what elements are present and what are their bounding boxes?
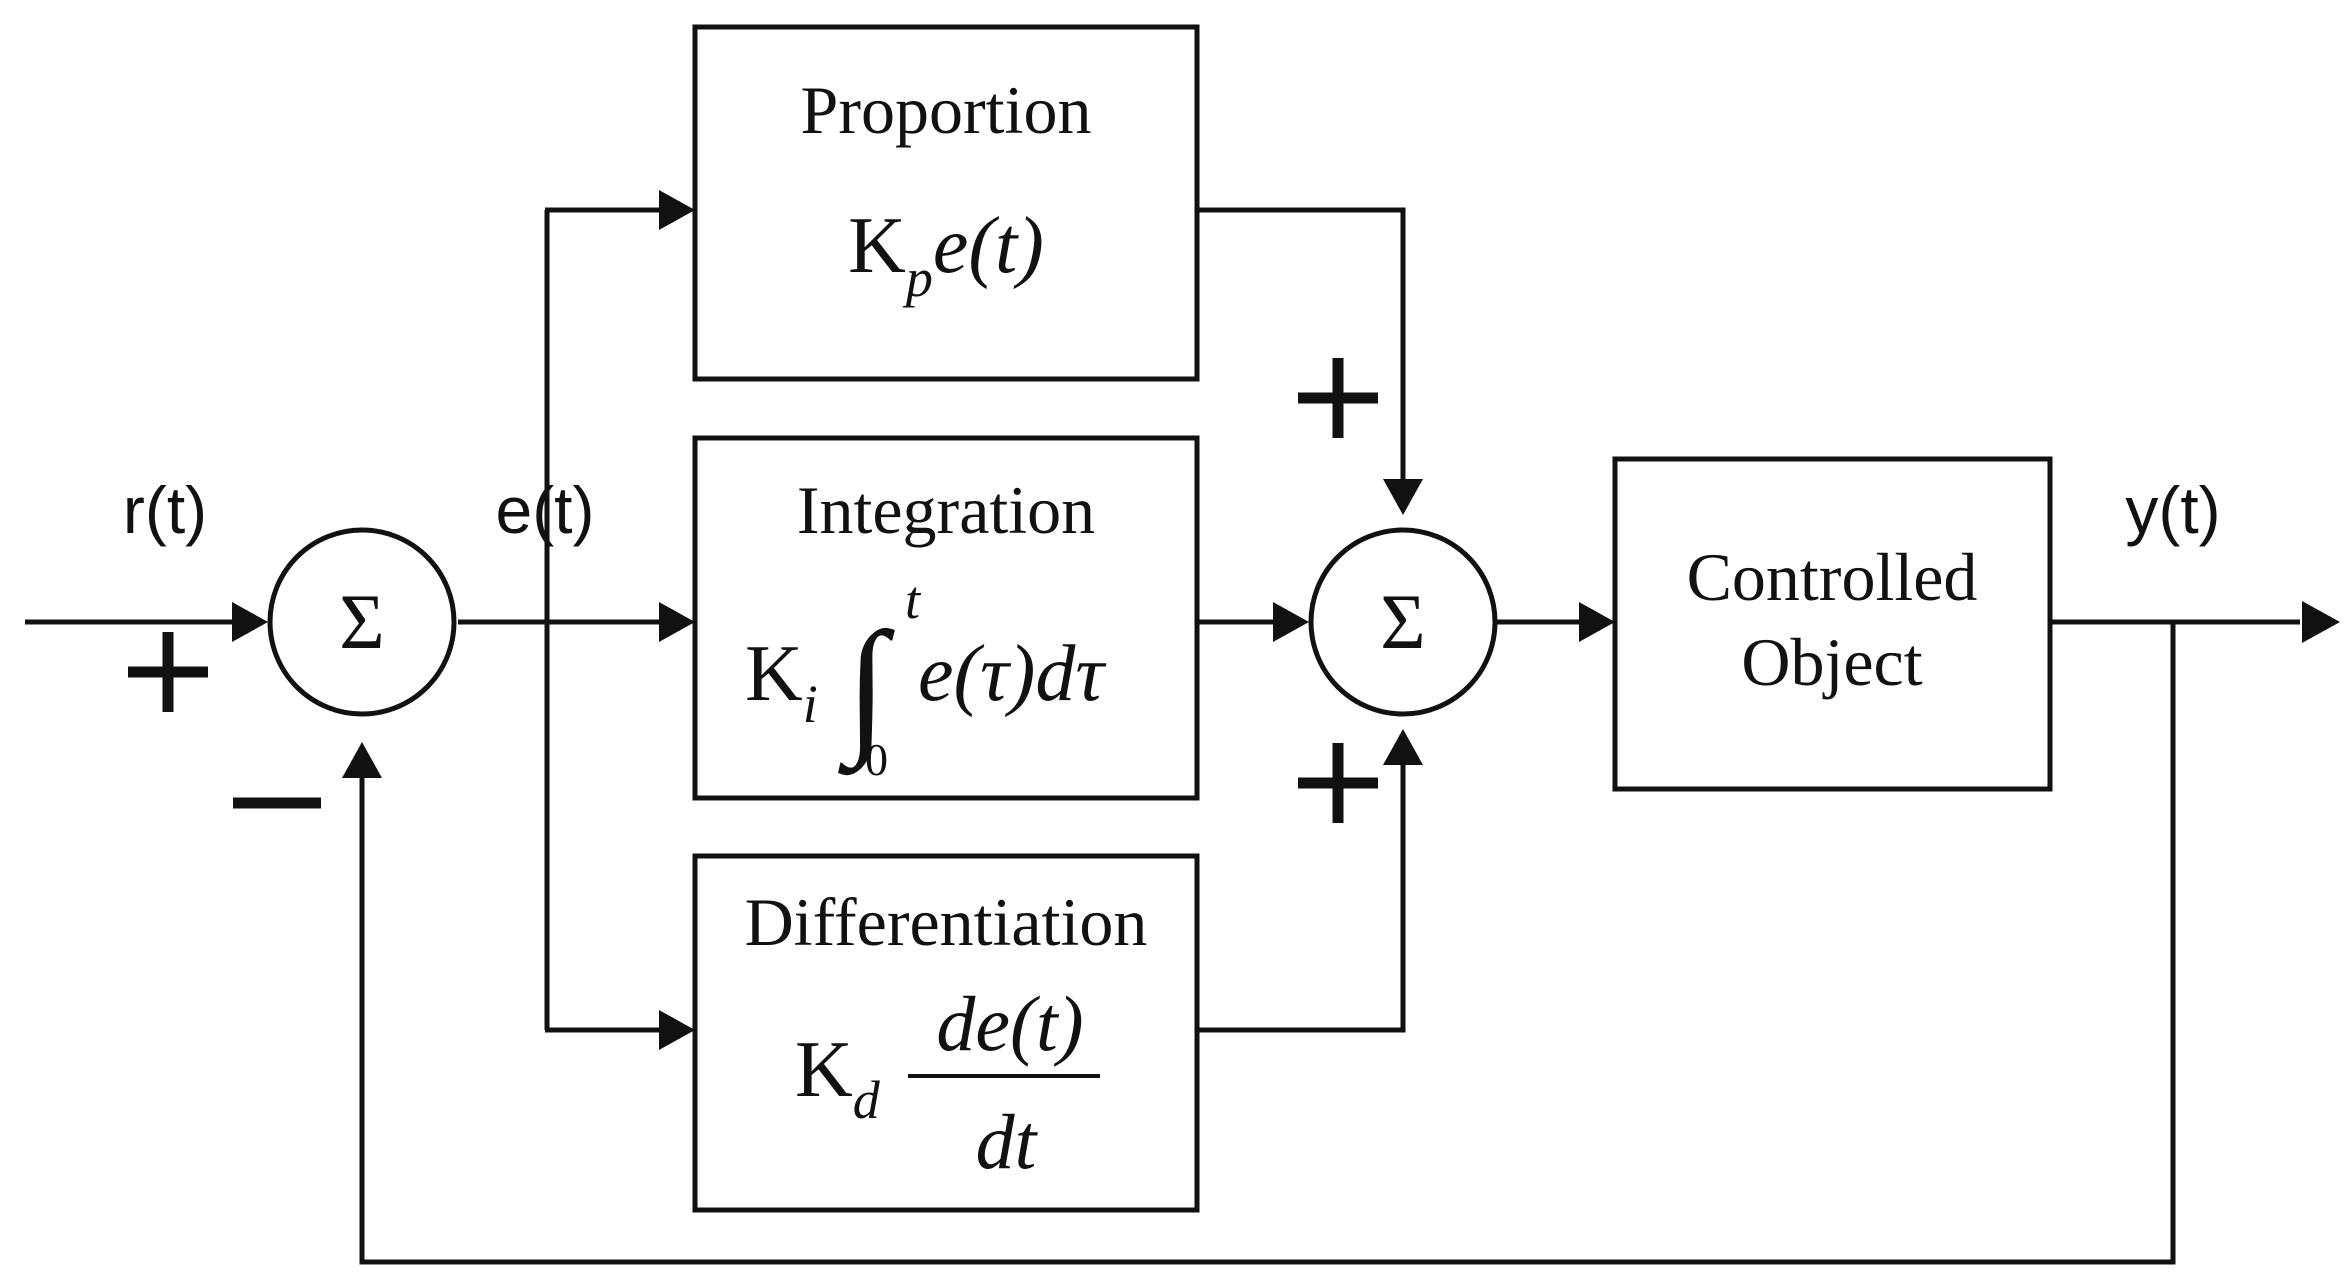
error-signal-label: e(t) — [496, 473, 595, 547]
controller-summing-symbol: Σ — [1380, 578, 1425, 665]
input-summing-symbol: Σ — [339, 578, 384, 665]
integration-integrand: e(τ)dτ — [918, 630, 1107, 718]
integration-output-arrowhead — [1273, 602, 1309, 642]
input-summing-junction — [267, 527, 457, 717]
integration-block — [692, 435, 1200, 801]
derivative-plus-sign — [1298, 743, 1378, 823]
integration-input-arrowhead — [659, 602, 695, 642]
proportion-plus-sign — [1298, 358, 1378, 438]
differentiation-input-arrowhead — [659, 1010, 695, 1050]
integral-sign: ∫ — [838, 602, 895, 776]
proportion-output-line — [1197, 207, 1406, 480]
proportion-input-arrowhead — [659, 190, 695, 230]
integration-title: Integration — [797, 472, 1095, 548]
proportion-title: Proportion — [801, 72, 1092, 148]
controlled-object-line2: Object — [1741, 624, 1922, 700]
derivative-numerator: de(t) — [936, 980, 1083, 1067]
controller-output-arrowhead — [1579, 602, 1615, 642]
differentiation-block — [692, 853, 1200, 1213]
differentiation-output-line — [1197, 764, 1406, 1033]
proportion-output-arrowhead — [1383, 479, 1423, 515]
differentiation-title: Differentiation — [745, 884, 1148, 960]
integral-lower-limit: 0 — [865, 734, 888, 785]
output-signal-label: y(t) — [2125, 473, 2220, 547]
controller-summing-junction — [1308, 527, 1498, 717]
output-arrowhead — [2302, 601, 2340, 643]
feedback-line — [359, 622, 2176, 1265]
proportion-block — [692, 24, 1200, 382]
differentiation-gain: Kd — [795, 1026, 881, 1130]
proportion-formula: Kpe(t) — [848, 202, 1044, 308]
feedback-arrowhead — [342, 742, 382, 778]
input-plus-sign — [128, 632, 208, 712]
integral-upper-limit: t — [905, 570, 922, 630]
input-arrowhead — [232, 602, 268, 642]
input-signal-label: r(t) — [123, 473, 207, 547]
integration-gain: Ki — [745, 630, 818, 734]
controlled-object-block — [1612, 456, 2053, 792]
derivative-denominator: dt — [976, 1098, 1039, 1185]
controlled-object-line1: Controlled — [1687, 539, 1978, 615]
differentiation-output-arrowhead — [1383, 729, 1423, 765]
